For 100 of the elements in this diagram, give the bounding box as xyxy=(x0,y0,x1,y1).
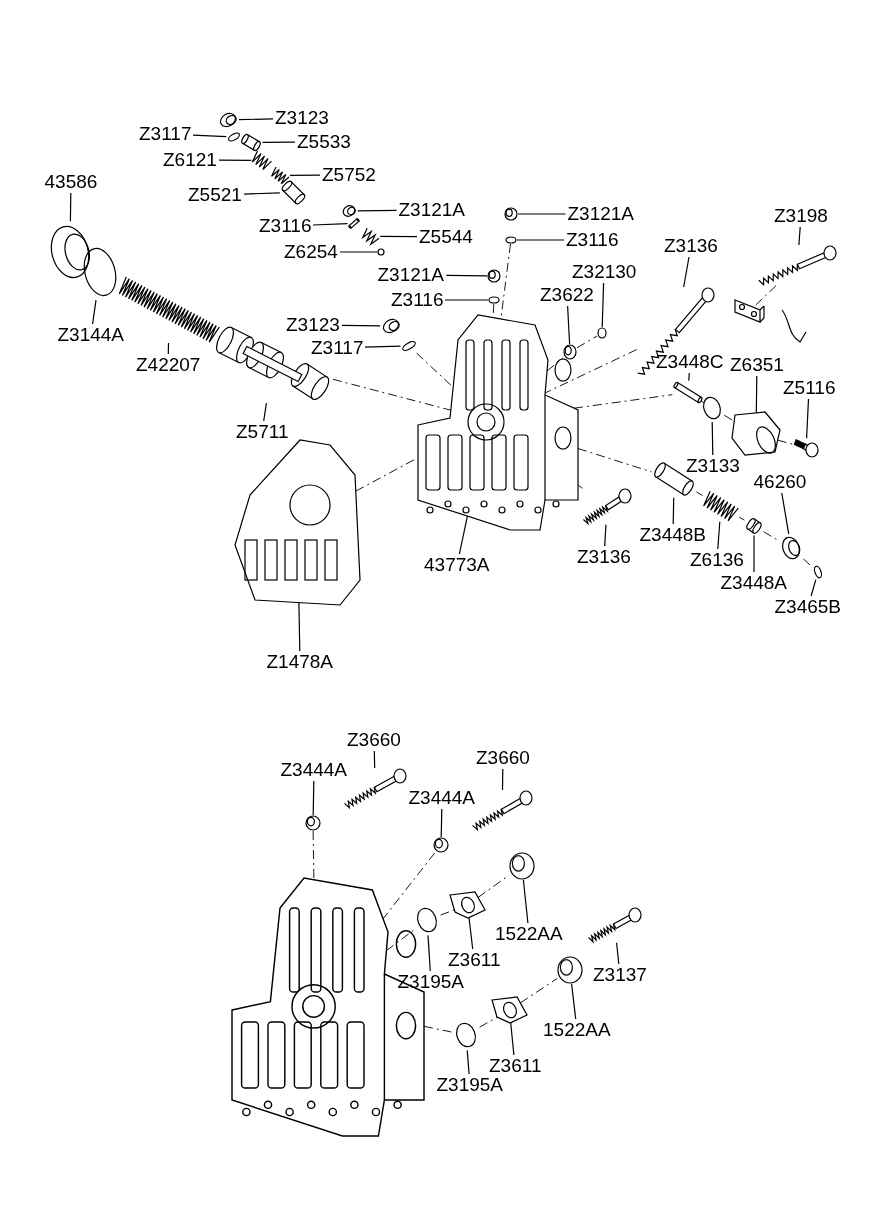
leader-line xyxy=(683,256,690,288)
leader-line xyxy=(458,515,468,555)
part-number: Z42207 xyxy=(136,355,201,375)
part-number: Z3144A xyxy=(57,325,125,345)
screw-drawing xyxy=(793,438,819,458)
part-number: 46260 xyxy=(753,472,807,492)
part-number: Z3123 xyxy=(275,108,329,128)
part-number: Z3448A xyxy=(720,573,788,593)
dashed-guide-line xyxy=(699,399,705,404)
part-number: Z3195A xyxy=(397,972,465,992)
washer-drawing xyxy=(83,247,117,297)
nut-drawing xyxy=(487,269,501,283)
gasket-drawing xyxy=(234,439,361,606)
leader-line xyxy=(379,235,418,238)
leader-line xyxy=(616,942,620,965)
part-number: Z5544 xyxy=(419,227,473,247)
part-number: Z3444A xyxy=(280,760,348,780)
sleeve-drawing xyxy=(746,518,762,534)
part-number: Z32130 xyxy=(572,262,637,282)
leader-line xyxy=(711,421,714,456)
leader-line xyxy=(427,934,431,972)
leader-line xyxy=(571,983,577,1020)
sleeve-drawing xyxy=(241,133,261,152)
leader-line xyxy=(339,251,378,253)
part-number: Z3611 xyxy=(448,950,501,970)
part-number: Z3444A xyxy=(408,788,476,808)
part-number: Z3117 xyxy=(139,124,192,144)
leader-line xyxy=(468,916,474,950)
bolt-drawing xyxy=(758,245,837,287)
part-number: Z3136 xyxy=(664,236,718,256)
leader-line xyxy=(218,159,252,161)
dashed-guide-line xyxy=(738,516,745,521)
plug-drawing xyxy=(50,225,91,279)
dashed-guide-line xyxy=(332,378,452,411)
dashed-guide-line xyxy=(440,909,455,916)
part-number: 1522AA xyxy=(543,1020,611,1040)
leader-line xyxy=(238,118,274,121)
nut-drawing xyxy=(504,207,518,221)
part-number: Z5521 xyxy=(188,185,242,205)
part-number: Z3448C xyxy=(656,352,724,372)
leader-line xyxy=(440,808,443,838)
leader-line xyxy=(364,345,401,348)
leader-line xyxy=(604,524,607,547)
ring-drawing xyxy=(813,565,823,579)
part-number: Z1478A xyxy=(266,652,334,672)
leader-line xyxy=(501,768,504,791)
leader-line xyxy=(298,602,301,652)
washer-drawing xyxy=(505,236,517,244)
plug-drawing xyxy=(342,205,356,217)
part-number: Z3660 xyxy=(347,730,401,750)
leader-line xyxy=(357,209,398,212)
o-ring-drawing xyxy=(456,1022,476,1048)
leader-line xyxy=(289,174,321,176)
leader-line xyxy=(445,274,488,277)
dashed-guide-line xyxy=(577,448,653,473)
seal-drawing xyxy=(563,344,577,360)
valve-drawing xyxy=(281,180,306,205)
part-number: Z3465B xyxy=(774,597,842,617)
part-number: Z6351 xyxy=(730,355,784,375)
part-number: Z3448B xyxy=(639,525,707,545)
leader-line xyxy=(263,402,267,422)
plug-drawing xyxy=(219,112,237,128)
o-ring-drawing xyxy=(417,907,437,933)
dashed-guide-line xyxy=(312,830,315,881)
washer-drawing xyxy=(228,132,240,142)
dashed-guide-line xyxy=(576,335,598,349)
part-number: Z3611 xyxy=(489,1056,542,1076)
ball-drawing xyxy=(377,248,385,256)
dashed-guide-line xyxy=(752,285,777,308)
leader-line xyxy=(341,324,381,327)
part-number: Z5116 xyxy=(783,378,836,398)
part-number: Z3137 xyxy=(593,965,647,985)
nut-drawing xyxy=(433,837,449,853)
spring-drawing xyxy=(251,150,273,171)
part-number: Z3121A xyxy=(567,204,635,224)
leader-line xyxy=(243,192,281,195)
nut-drawing xyxy=(305,815,321,831)
part-number: Z3195A xyxy=(436,1075,504,1095)
bracket-drawing xyxy=(734,299,765,323)
bolt-drawing xyxy=(587,907,642,944)
o-ring-drawing xyxy=(703,396,721,420)
part-number: Z6254 xyxy=(284,242,338,262)
leader-line xyxy=(672,497,675,525)
part-number: Z3123 xyxy=(286,315,340,335)
part-number: Z5752 xyxy=(322,165,376,185)
leader-line xyxy=(755,375,758,414)
part-number: Z3121A xyxy=(398,200,466,220)
leader-line xyxy=(373,750,376,769)
part-number: Z3117 xyxy=(311,338,364,358)
part-number: Z3136 xyxy=(577,547,631,567)
part-number: Z3133 xyxy=(686,456,740,476)
dashed-guide-line xyxy=(519,978,558,1004)
leader-line xyxy=(688,372,690,382)
dashed-guide-line xyxy=(695,491,704,496)
dashed-guide-line xyxy=(382,852,436,920)
flange-drawing xyxy=(449,891,486,919)
part-number: Z5533 xyxy=(297,132,351,152)
spring-drawing xyxy=(703,490,739,522)
part-number: Z6121 xyxy=(163,150,217,170)
leader-line xyxy=(167,342,170,355)
